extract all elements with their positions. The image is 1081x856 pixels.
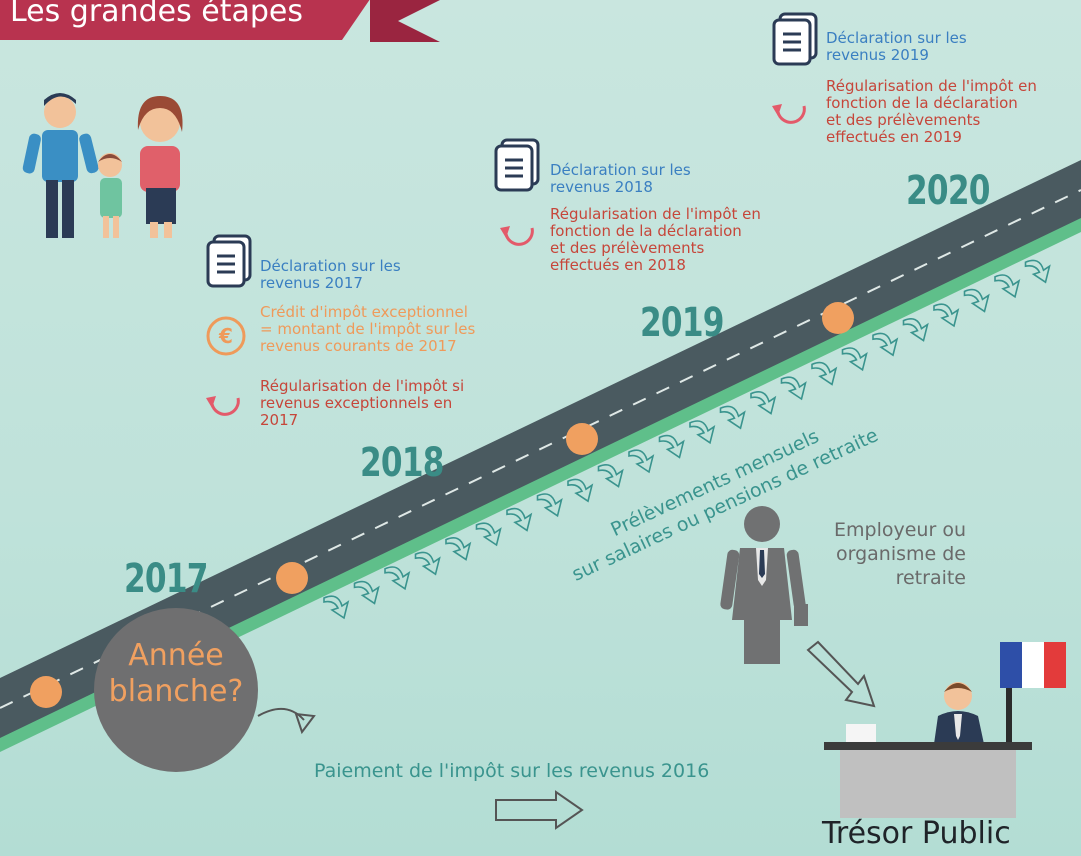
monthly-arrow-icon <box>353 580 380 605</box>
monthly-arrow-icon <box>933 303 960 328</box>
monthly-arrow-icon <box>414 551 441 576</box>
curved-arrow-head <box>294 712 316 735</box>
monthly-arrow-icon <box>841 347 868 372</box>
declaration-2017-line2: revenus 2017 <box>260 274 363 292</box>
right-arrow-icon <box>495 790 584 830</box>
svg-text:€: € <box>218 324 233 348</box>
regularisation-2017-line2: revenus exceptionnels en <box>260 394 453 412</box>
declaration-2019: Déclaration sur les revenus 2019 <box>826 30 967 64</box>
businessman-icon <box>720 506 808 664</box>
credit-2017-line3: revenus courants de 2017 <box>260 337 457 355</box>
employeur-label: Employeur ou organisme de retraite <box>806 518 966 590</box>
road <box>0 160 1081 752</box>
employeur-line1: Employeur ou <box>834 519 966 541</box>
paiement-label: Paiement de l'impôt sur les revenus 2016 <box>314 760 710 782</box>
regularisation-2019-line3: et des prélèvements <box>826 111 981 129</box>
annee-blanche-label: Année blanche? <box>94 638 258 710</box>
declaration-2017: Déclaration sur les revenus 2017 <box>260 258 401 292</box>
milestone-2018 <box>276 562 308 594</box>
regularisation-2017-line3: 2017 <box>260 411 299 429</box>
diagonal-arrow-icon <box>806 640 876 708</box>
annee-blanche-circle <box>94 608 258 772</box>
monthly-arrows <box>323 259 1051 620</box>
refresh-arrow-2018 <box>500 226 510 238</box>
french-flag-icon <box>1000 642 1066 742</box>
regularisation-2017-line1: Régularisation de l'impôt si <box>260 377 465 395</box>
refresh-arrow-2017 <box>206 396 216 408</box>
document-icon-2018 <box>494 138 540 192</box>
regularisation-2019-line1: Régularisation de l'impôt en <box>826 77 1037 95</box>
monthly-arrow-icon <box>658 434 685 459</box>
credit-2017: Crédit d'impôt exceptionnel = montant de… <box>260 304 475 355</box>
year-2019: 2019 <box>640 300 724 346</box>
family-icon <box>22 93 183 238</box>
tresor-desk-icon <box>824 682 1032 818</box>
monthly-arrow-icon <box>994 274 1021 299</box>
regularisation-2019-line4: effectués en 2019 <box>826 128 962 146</box>
euro-icon: € <box>206 316 246 356</box>
year-2018: 2018 <box>360 440 444 486</box>
monthly-arrow-icon <box>536 493 563 518</box>
regularisation-2017: Régularisation de l'impôt si revenus exc… <box>260 378 464 429</box>
employeur-line2: organisme de <box>835 543 966 565</box>
monthly-arrow-icon <box>567 478 594 503</box>
declaration-2017-line1: Déclaration sur les <box>260 257 401 275</box>
declaration-2019-line2: revenus 2019 <box>826 46 929 64</box>
monthly-arrow-icon <box>323 595 350 620</box>
milestone-2020 <box>822 302 854 334</box>
regularisation-2018: Régularisation de l'impôt en fonction de… <box>550 206 761 274</box>
monthly-arrow-icon <box>384 566 411 591</box>
monthly-arrow-icon <box>902 318 929 342</box>
declaration-2019-line1: Déclaration sur les <box>826 29 967 47</box>
document-icon-2019 <box>772 12 818 66</box>
monthly-arrow-icon <box>780 376 807 401</box>
monthly-arrow-icon <box>628 449 655 474</box>
monthly-arrow-icon <box>475 522 502 547</box>
annee-blanche-line1: Année <box>128 638 224 673</box>
milestone-2019 <box>566 423 598 455</box>
credit-2017-line1: Crédit d'impôt exceptionnel <box>260 303 468 321</box>
employeur-line3: retraite <box>895 567 966 589</box>
monthly-arrow-icon <box>445 537 472 561</box>
declaration-2018: Déclaration sur les revenus 2018 <box>550 162 691 196</box>
document-icon-2017 <box>206 234 252 288</box>
refresh-arrow-2019 <box>772 104 782 116</box>
year-2020: 2020 <box>906 168 990 214</box>
monthly-arrow-icon <box>872 332 899 357</box>
regularisation-2018-line4: effectués en 2018 <box>550 256 686 274</box>
monthly-arrow-icon <box>689 420 716 445</box>
monthly-arrow-icon <box>811 361 838 386</box>
credit-2017-line2: = montant de l'impôt sur les <box>260 320 476 338</box>
declaration-2018-line2: revenus 2018 <box>550 178 653 196</box>
refresh-icon-2019 <box>776 105 806 124</box>
road-center-line <box>0 189 1081 709</box>
regularisation-2018-line1: Régularisation de l'impôt en <box>550 205 761 223</box>
regularisation-2019: Régularisation de l'impôt en fonction de… <box>826 78 1037 146</box>
title-banner <box>0 0 390 40</box>
refresh-icon-2017 <box>210 397 240 416</box>
milestone-2017 <box>30 676 62 708</box>
refresh-icon-2018 <box>504 227 534 246</box>
monthly-arrow-icon <box>506 507 533 532</box>
declaration-2018-line1: Déclaration sur les <box>550 161 691 179</box>
curved-arrow-icon <box>257 708 305 721</box>
banner-title: Les grandes étapes <box>10 0 303 29</box>
monthly-arrow-icon <box>1024 259 1051 284</box>
regularisation-2018-line3: et des prélèvements <box>550 239 705 257</box>
monthly-arrow-icon <box>719 405 746 430</box>
year-2017: 2017 <box>124 556 208 602</box>
monthly-arrow-icon <box>750 391 777 415</box>
monthly-arrow-icon <box>963 288 990 313</box>
monthly-arrow-icon <box>597 464 624 488</box>
regularisation-2019-line2: fonction de la déclaration <box>826 94 1018 112</box>
regularisation-2018-line2: fonction de la déclaration <box>550 222 742 240</box>
annee-blanche-line2: blanche? <box>108 674 244 709</box>
tresor-public-label: Trésor Public <box>822 816 1011 851</box>
